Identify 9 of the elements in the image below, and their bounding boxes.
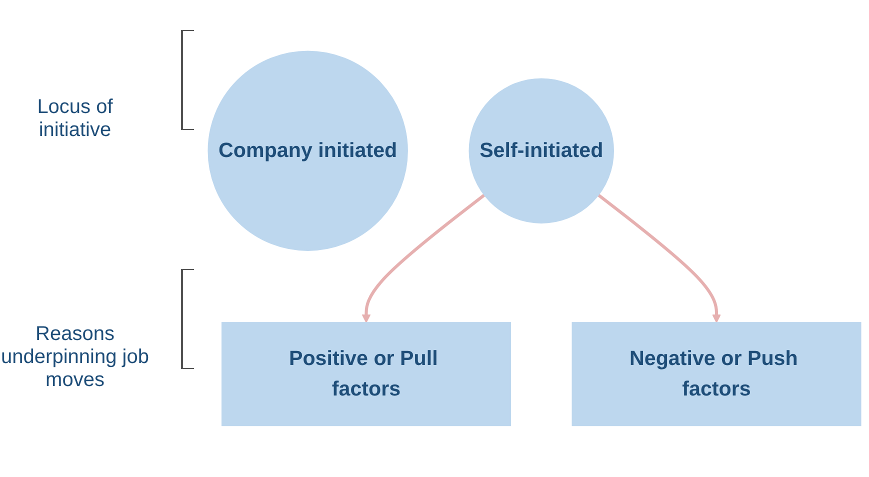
node-box: [572, 322, 862, 426]
arrow: [362, 194, 486, 324]
node-circle: [468, 78, 614, 224]
node-box: [222, 322, 511, 426]
node-circle: [208, 50, 408, 252]
row-label: Locus of initiative: [36, 96, 114, 142]
flowchart: Company initiated Self-initiated Positive or Pull factors Negative or Push factors: [200, 43, 869, 434]
row-label: Reasons underpinning job moves: [0, 323, 150, 392]
arrow: [597, 194, 722, 324]
